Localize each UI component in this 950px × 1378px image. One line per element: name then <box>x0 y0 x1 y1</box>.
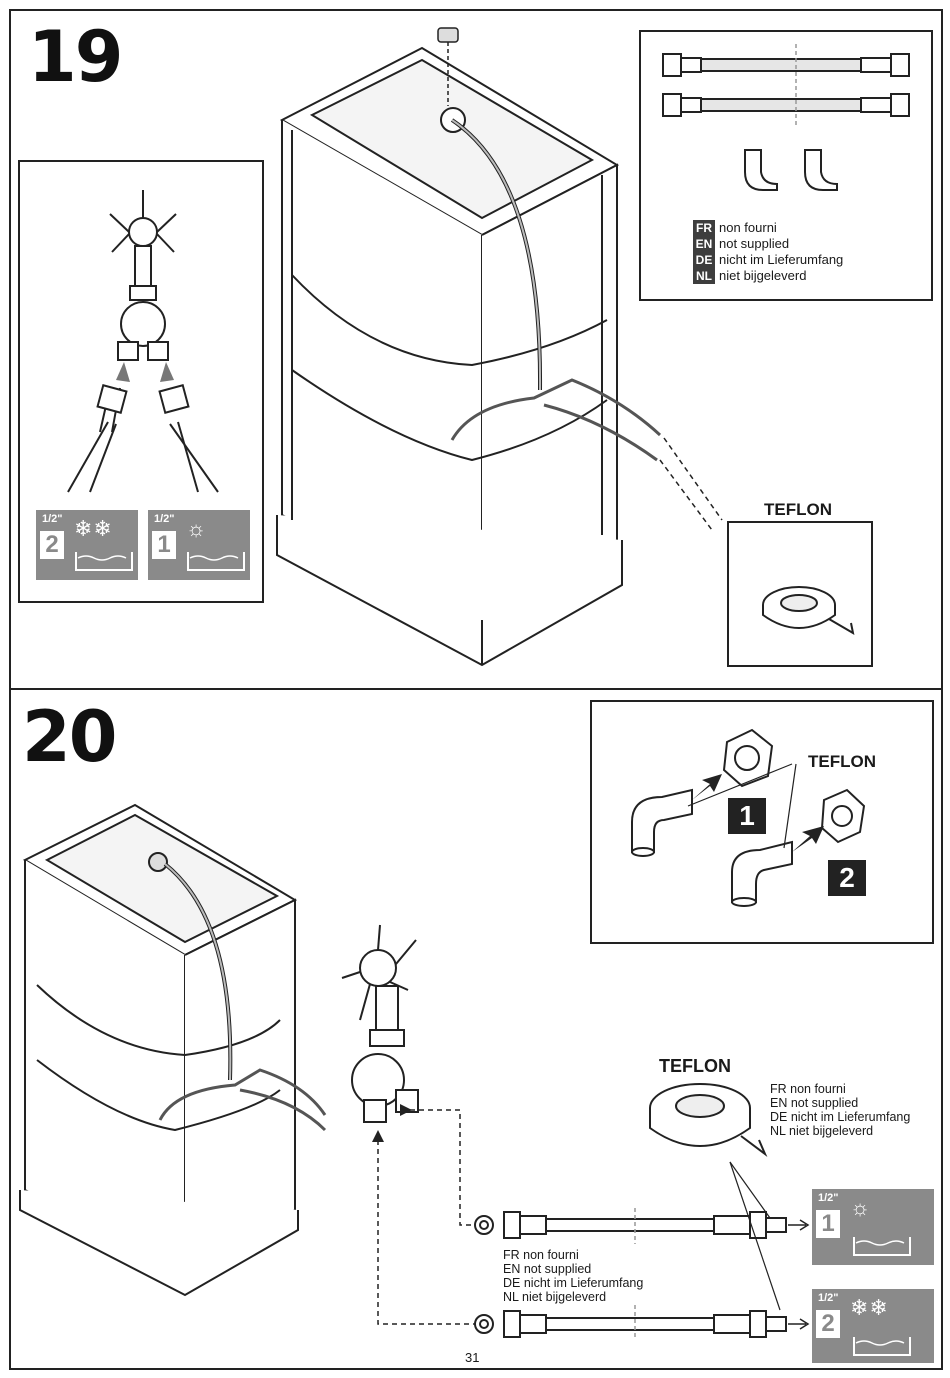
snowflake-icon: ❄❄ <box>850 1295 889 1320</box>
step-20-frame <box>9 688 943 1370</box>
legend-line-en: EN not supplied <box>770 1096 859 1110</box>
legend-line-en: EN not supplied <box>503 1262 592 1276</box>
legend-line-nl: NL niet bijgeleverd <box>503 1290 607 1304</box>
teflon-tape-icon-2 <box>649 1083 768 1158</box>
teflon-pointer-lines <box>729 1161 781 1311</box>
hot-number: 1 <box>816 1210 840 1238</box>
legend-row-fr: FR non fourni <box>693 220 843 236</box>
water-basin-icon <box>853 1337 911 1356</box>
step-19-number: 19 <box>28 16 123 98</box>
teflon-tape-label: TEFLON <box>659 1056 731 1076</box>
hot-number: 1 <box>152 531 176 559</box>
flex-hoses-illustration <box>662 44 910 191</box>
lang-code: NL <box>693 268 715 284</box>
legend-row-en: EN not supplied <box>693 236 843 252</box>
water-basin-icon <box>75 552 133 571</box>
legend-text: non fourni <box>719 220 777 235</box>
tape-legend-not-supplied: FR non fourni EN not supplied DE nicht i… <box>770 1082 910 1138</box>
elbow-wrap-illustration <box>631 728 866 907</box>
teflon-detail-label: TEFLON <box>808 752 876 771</box>
hot-water-badge-2: 1/2" 1 ☼ <box>812 1189 934 1265</box>
page-number: 31 <box>465 1350 480 1365</box>
legend-line-fr: FR non fourni <box>503 1248 579 1262</box>
water-basin-icon <box>187 552 245 571</box>
legend-row-nl: NL niet bijgeleverd <box>693 268 843 284</box>
legend-row-de: DE nicht im Lieferumfang <box>693 252 843 268</box>
sun-icon: ☼ <box>186 516 208 541</box>
shower-cabin-illustration-2 <box>19 803 327 1297</box>
legend-text: not supplied <box>719 236 790 251</box>
marker-2: 2 <box>839 862 855 893</box>
cold-water-badge-2: 1/2" 2 ❄❄ <box>812 1289 934 1363</box>
hot-size-label: 1/2" <box>818 1192 839 1204</box>
lang-code: FR <box>693 220 715 236</box>
legend-line-fr: FR non fourni <box>770 1082 846 1096</box>
teflon-tape-icon <box>762 586 855 635</box>
sun-icon: ☼ <box>850 1195 872 1220</box>
step-20-number: 20 <box>22 696 117 778</box>
snowflake-icon: ❄❄ <box>74 516 113 541</box>
dashed-connection-lines <box>372 1104 478 1325</box>
cold-water-badge: 1/2" 2 ❄❄ <box>36 510 138 580</box>
water-basin-icon <box>853 1237 911 1256</box>
teflon-panel <box>727 521 873 667</box>
valve-detail-panel: 1/2" 2 ❄❄ 1/2" 1 ☼ <box>18 160 264 603</box>
hose-legend-not-supplied: FR non fourni EN not supplied DE nicht i… <box>503 1248 643 1304</box>
elbow-teflon-detail-panel: TEFLON 1 2 <box>590 700 934 944</box>
cold-number: 2 <box>816 1310 840 1338</box>
marker-1: 1 <box>739 800 755 831</box>
supplies-panel: FR non fourni EN not supplied DE nicht im L… <box>639 30 933 301</box>
cold-size-label: 1/2" <box>818 1292 839 1304</box>
cold-size-label: 1/2" <box>42 513 63 525</box>
cold-number: 2 <box>40 531 64 559</box>
legend-line-de: DE nicht im Lieferumfang <box>770 1110 911 1124</box>
mixer-valve-illustration <box>67 190 219 493</box>
legend-text: niet bijgeleverd <box>719 268 807 283</box>
legend-not-supplied: FR non fourni EN not supplied DE nicht im L… <box>693 220 843 284</box>
flex-hoses-illustration-2 <box>474 1208 810 1340</box>
lang-code: EN <box>693 236 715 252</box>
teflon-label: TEFLON <box>764 500 832 519</box>
shower-cabin-illustration <box>276 27 723 667</box>
hot-size-label: 1/2" <box>154 513 175 525</box>
hot-water-badge: 1/2" 1 ☼ <box>148 510 250 580</box>
legend-text: nicht im Lieferumfang <box>719 252 844 267</box>
mixer-valve-illustration-2 <box>341 924 419 1123</box>
lang-code: DE <box>693 252 715 268</box>
legend-line-de: DE nicht im Lieferumfang <box>503 1276 644 1290</box>
legend-line-nl: NL niet bijgeleverd <box>770 1124 874 1138</box>
